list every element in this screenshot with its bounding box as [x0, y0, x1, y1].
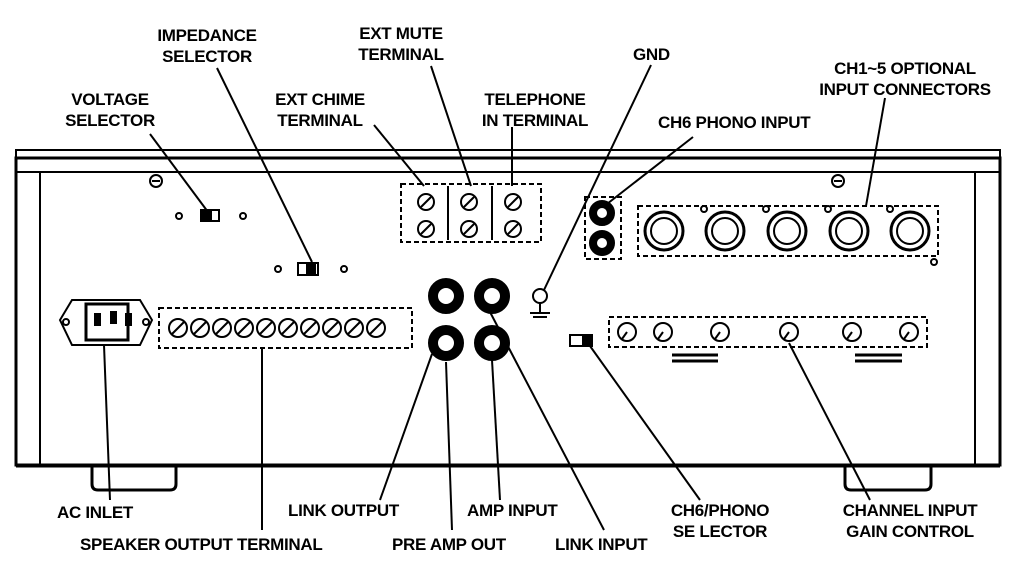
label-speaker-output-terminal: SPEAKER OUTPUT TERMINAL [80, 535, 323, 554]
label-line: TELEPHONE [484, 90, 586, 109]
label-line: SELECTOR [162, 47, 252, 66]
label-gnd: GND [633, 45, 670, 64]
label-ext-mute-terminal: EXT MUTE TERMINAL [336, 23, 466, 65]
leader-lines [103, 64, 886, 531]
label-ext-chime-terminal: EXT CHIME TERMINAL [250, 89, 390, 131]
label-channel-input-gain-control: CHANNEL INPUT GAIN CONTROL [820, 500, 1000, 542]
label-line: INPUT CONNECTORS [819, 80, 991, 99]
label-amp-input: AMP INPUT [467, 501, 558, 520]
label-line: TERMINAL [277, 111, 363, 130]
ac-inlet-socket [58, 299, 154, 346]
label-line: CH1~5 OPTIONAL [834, 59, 976, 78]
label-pre-amp-out: PRE AMP OUT [392, 535, 506, 554]
terminal-block [400, 183, 542, 243]
xlr-connectors [637, 205, 939, 266]
label-line: IMPEDANCE [157, 26, 257, 45]
label-line: GAIN CONTROL [846, 522, 974, 541]
label-line: CHANNEL INPUT [842, 501, 978, 520]
label-line: EXT CHIME [275, 90, 365, 109]
label-ch6-phono-selector: CH6/PHONO SE LECTOR [650, 500, 790, 542]
chassis-screw [149, 174, 845, 188]
label-line: CH6/PHONO [670, 501, 770, 520]
link-amp-jacks [428, 278, 510, 361]
label-ch6-phono-input: CH6 PHONO INPUT [658, 113, 811, 132]
label-line: VOLTAGE [71, 90, 149, 109]
label-line: IN TERMINAL [481, 111, 589, 130]
chassis [14, 149, 1002, 492]
gain-controls [608, 316, 928, 363]
label-impedance-selector: IMPEDANCE SELECTOR [132, 25, 282, 67]
label-link-output: LINK OUTPUT [288, 501, 399, 520]
label-voltage-selector: VOLTAGE SELECTOR [40, 89, 180, 131]
voltage-selector-switch [175, 209, 247, 222]
impedance-selector-switch [274, 262, 348, 276]
label-telephone-in-terminal: TELEPHONE IN TERMINAL [455, 89, 615, 131]
gnd-terminal [530, 288, 550, 318]
speaker-terminal-strip [158, 307, 413, 349]
label-line: SE LECTOR [672, 522, 768, 541]
ch6-phono-selector-switch [569, 334, 593, 347]
label-line: TERMINAL [358, 45, 444, 64]
label-line: EXT MUTE [359, 24, 443, 43]
label-line: SELECTOR [65, 111, 155, 130]
label-ch1-5-optional-input: CH1~5 OPTIONAL INPUT CONNECTORS [790, 58, 1020, 100]
label-link-input: LINK INPUT [555, 535, 648, 554]
label-ac-inlet: AC INLET [57, 503, 133, 522]
ch6-phono-jacks [584, 196, 622, 260]
